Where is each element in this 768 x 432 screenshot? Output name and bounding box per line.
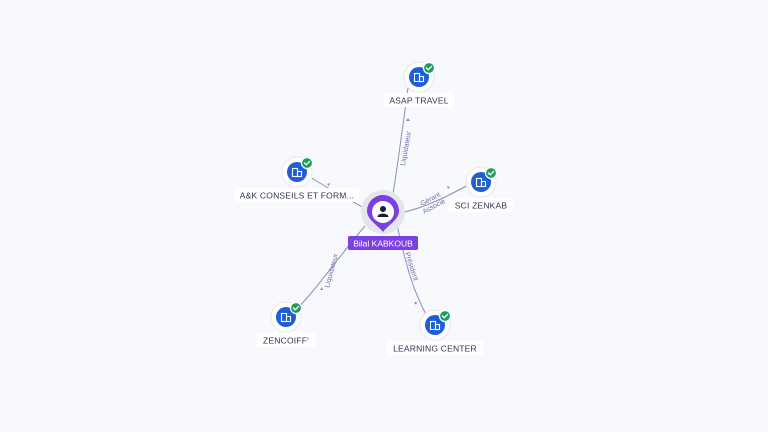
edge-label-learning-center: Président	[403, 251, 419, 281]
edge-sci-zenkab	[399, 183, 471, 214]
node-label-bg	[449, 198, 513, 212]
company-node-ak-conseils[interactable]: A&K CONSEILS ET FORM...	[235, 156, 359, 202]
building-icon	[291, 167, 303, 178]
check-badge-icon	[300, 156, 314, 170]
edges: Liquidateur Gérant Associé Liquidateur P…	[295, 87, 471, 319]
person-node[interactable]: Bilal KABKOUB	[348, 190, 418, 250]
edge-label-zencoiff: Liquidateur	[324, 253, 340, 289]
edge-arrow-zencoiff	[320, 287, 323, 290]
company-name: SCI ZENKAB	[455, 201, 508, 211]
edge-label-asap-travel: Liquidateur	[400, 130, 413, 166]
person-label-bg	[348, 236, 418, 250]
company-name: LEARNING CENTER	[393, 344, 477, 354]
check-badge-icon	[422, 61, 436, 75]
company-node-learning-center[interactable]: LEARNING CENTER	[387, 309, 483, 355]
check-badge-icon	[438, 309, 452, 323]
node-label-bg	[256, 333, 316, 347]
node-label-bg	[387, 341, 483, 355]
edge-zencoiff	[295, 225, 366, 311]
company-name: ASAP TRAVEL	[389, 96, 448, 106]
edge-arrow-asap-travel	[406, 118, 410, 121]
node-label-bg	[384, 93, 454, 107]
company-name: ZENCOIFF'	[263, 336, 309, 346]
edge-learning-center	[396, 224, 429, 319]
building-icon	[475, 177, 487, 188]
person-name: Bilal KABKOUB	[353, 239, 413, 249]
edge-arrow-sci-zenkab	[447, 186, 450, 189]
building-icon	[280, 312, 292, 323]
building-icon	[429, 320, 441, 331]
edge-arrow-ak-conseils	[327, 183, 330, 186]
check-badge-icon	[484, 166, 498, 180]
check-badge-icon	[289, 301, 303, 315]
edge-arrow-learning-center	[414, 302, 417, 305]
person-icon	[377, 206, 389, 217]
building-icon	[413, 72, 425, 83]
company-node-asap-travel[interactable]: ASAP TRAVEL	[384, 61, 454, 107]
company-name: A&K CONSEILS ET FORM...	[240, 191, 355, 201]
company-node-zencoiff[interactable]: ZENCOIFF'	[256, 301, 316, 347]
node-label-bg	[235, 188, 359, 202]
company-node-sci-zenkab[interactable]: SCI ZENKAB	[449, 166, 513, 212]
